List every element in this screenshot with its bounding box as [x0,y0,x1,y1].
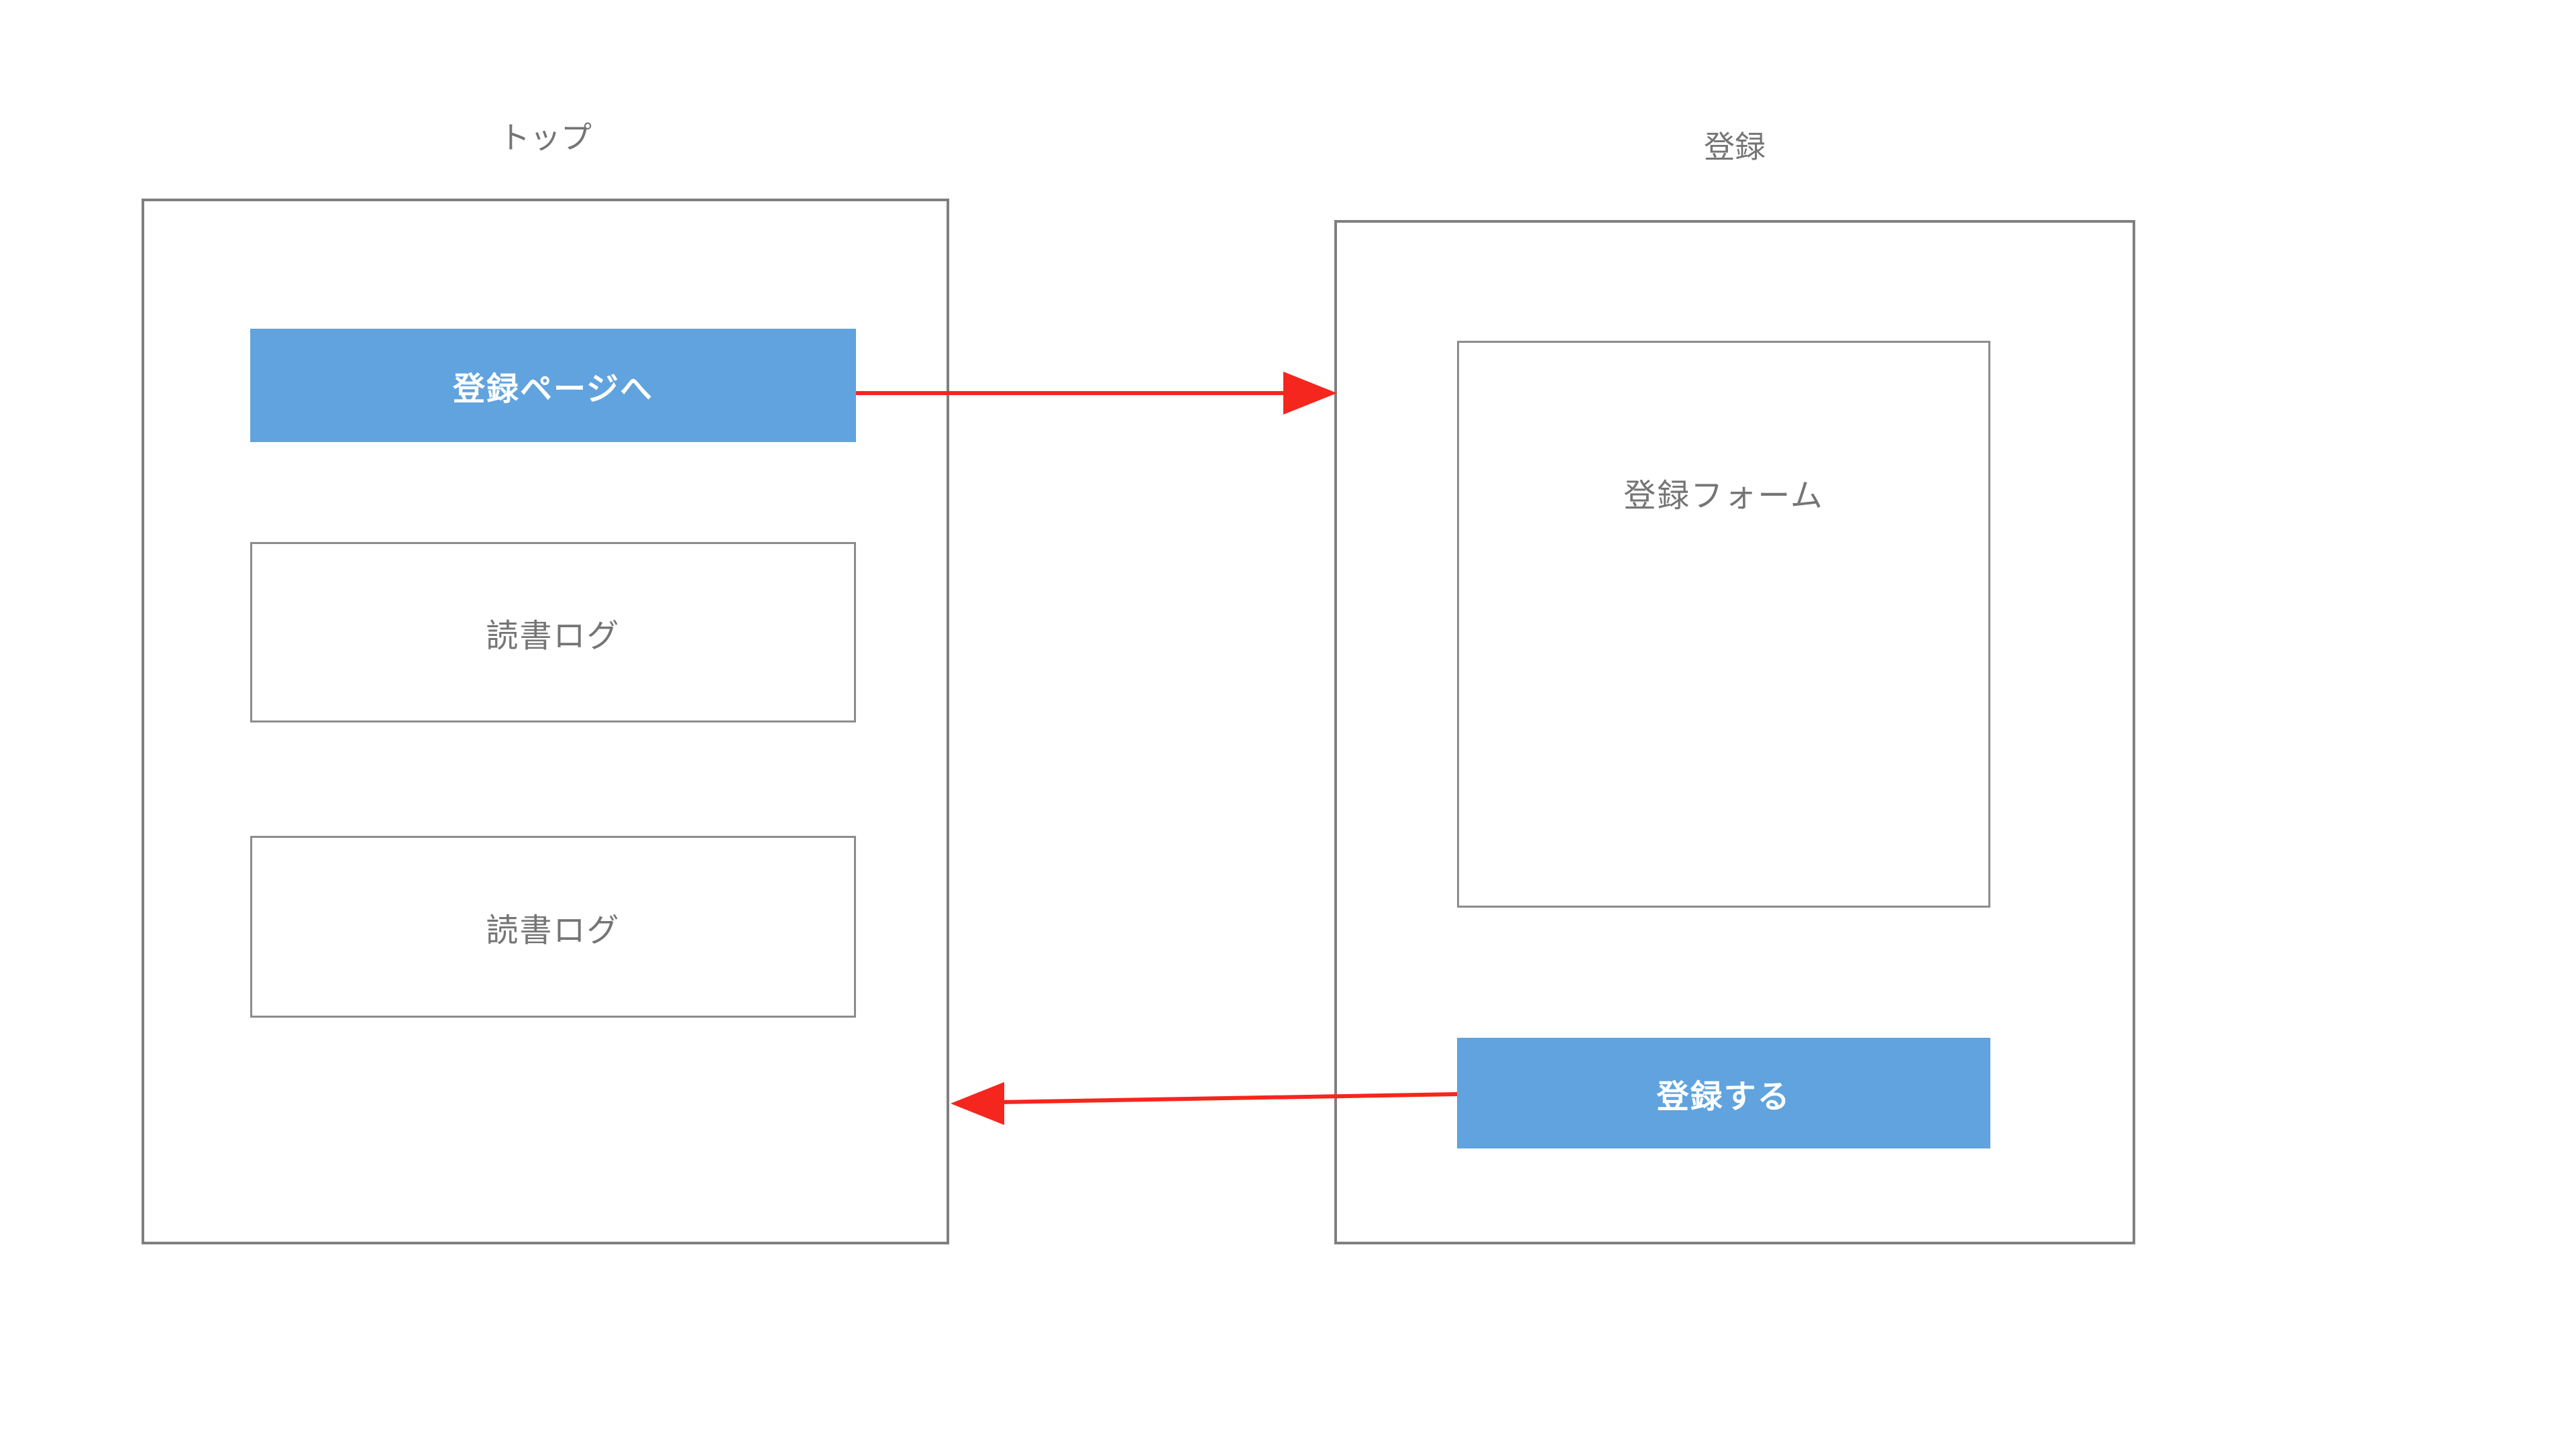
reading-log-card-1: 読書ログ [250,542,856,722]
submit-register-button[interactable]: 登録する [1457,1038,1990,1148]
reading-log-card-2: 読書ログ [250,836,856,1018]
register-form-placeholder: 登録フォーム [1457,341,1990,908]
to-register-page-button[interactable]: 登録ページへ [250,329,856,442]
top-page-title: トップ [499,119,592,156]
register-page-title: 登録 [1704,129,1766,165]
